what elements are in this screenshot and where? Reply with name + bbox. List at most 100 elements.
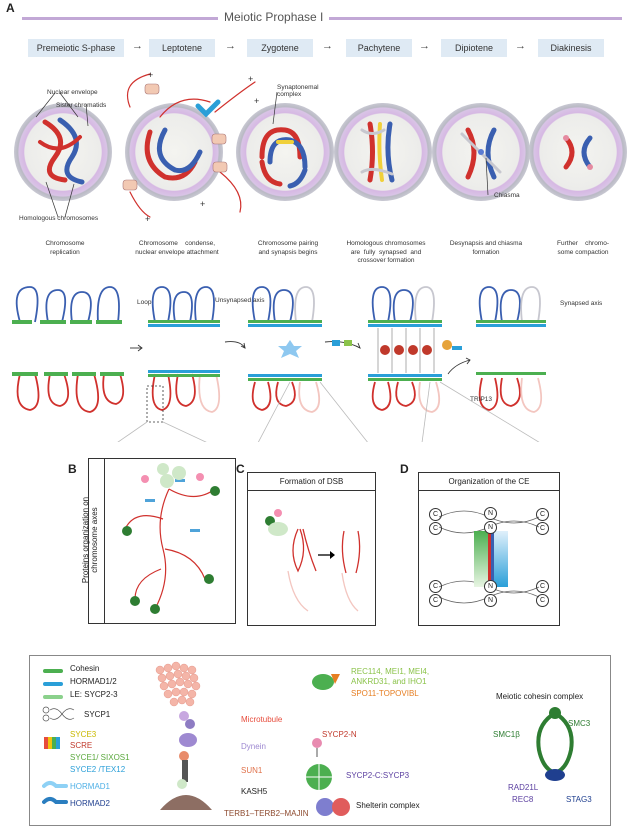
stage-diakinesis: Diakinesis bbox=[538, 39, 604, 57]
label-nuclear-envelope: Nuclear envelope bbox=[47, 89, 98, 96]
cohesin-complex-icon bbox=[536, 707, 574, 781]
caption-6: Further chromo- some compaction bbox=[556, 240, 609, 256]
legend-stag3: STAG3 bbox=[566, 795, 592, 804]
ce-n-1: N bbox=[484, 507, 497, 520]
ce-c-8: C bbox=[536, 594, 549, 607]
sycp1-icon bbox=[42, 706, 75, 722]
panel-letter-a: A bbox=[6, 1, 15, 15]
panel-letter-d: D bbox=[400, 462, 409, 476]
le-swatch bbox=[43, 695, 63, 699]
caption-3: Chromosome pairing and synapsis begins bbox=[257, 240, 319, 256]
legend-microtubule: Microtubule bbox=[241, 715, 283, 724]
legend-sun1: SUN1 bbox=[241, 766, 263, 775]
panel-b-drawing bbox=[122, 463, 220, 614]
ce-n-4: N bbox=[484, 594, 497, 607]
stage-arrow-1: → bbox=[132, 40, 143, 52]
caption-2: Chromosome condense, nuclear envelope at… bbox=[135, 240, 219, 256]
panel-b-title-strip bbox=[89, 459, 105, 623]
label-synapsed-axis: Synapsed axis bbox=[560, 300, 603, 307]
legend-hormad1: HORMAD1 bbox=[70, 782, 111, 791]
panel-d-title: Organization of the CE bbox=[419, 473, 559, 491]
legend-syce3: SYCE3 bbox=[70, 730, 97, 739]
legend-rec8: REC8 bbox=[512, 795, 534, 804]
nucleus-3 bbox=[236, 103, 334, 201]
stage-leptotene: Leptotene bbox=[149, 39, 215, 57]
nucleus-2 bbox=[125, 103, 223, 201]
stage-arrow-4: → bbox=[419, 40, 430, 52]
plus-sign-4: + bbox=[200, 199, 206, 209]
plus-sign-3: + bbox=[254, 96, 260, 106]
sycp2n-icon bbox=[312, 738, 322, 757]
ce-c-3: C bbox=[536, 508, 549, 521]
sc-elements-icon bbox=[44, 737, 60, 749]
panel-letter-c: C bbox=[236, 462, 245, 476]
legend-rec114: REC114, MEI1, MEI4, ANKRD31, and IHO1 bbox=[351, 667, 430, 686]
nucleus-6 bbox=[529, 103, 627, 201]
label-unsynapsed-axis: Unsynapsed axis bbox=[215, 297, 265, 304]
legend-spo11: SPO11-TOPOVIBL bbox=[351, 689, 419, 698]
nucleus-1 bbox=[14, 103, 112, 201]
panel-c-title: Formation of DSB bbox=[248, 473, 375, 491]
panel-c-drawing bbox=[265, 509, 361, 612]
legend-le: LE: SYCP2-3 bbox=[70, 690, 118, 699]
panel-d-box: Organization of the CE C C N N C C C C N… bbox=[418, 472, 560, 626]
ce-n-2: N bbox=[484, 521, 497, 534]
legend-hormad2: HORMAD2 bbox=[70, 799, 111, 808]
legend-smc1b: SMC1β bbox=[493, 730, 520, 739]
ce-n-3: N bbox=[484, 580, 497, 593]
plus-sign-1: + bbox=[148, 70, 154, 80]
nucleus-4 bbox=[334, 103, 432, 201]
legend-cohesin: Cohesin bbox=[70, 664, 100, 673]
ce-c-2: C bbox=[429, 522, 442, 535]
legend-sycp1: SYCP1 bbox=[84, 710, 111, 719]
legend-sycp2n: SYCP2-N bbox=[322, 730, 357, 739]
cohesin-swatch bbox=[43, 669, 63, 673]
microtubule-assembly-icon bbox=[155, 661, 212, 810]
legend-scre: SCRE bbox=[70, 741, 93, 750]
ce-c-7: C bbox=[536, 580, 549, 593]
plus-sign-5: + bbox=[145, 214, 151, 224]
sycp2c-icon bbox=[306, 764, 332, 790]
legend-kash5: KASH5 bbox=[241, 787, 268, 796]
stage-arrow-3: → bbox=[322, 40, 333, 52]
stage-pachytene: Pachytene bbox=[346, 39, 412, 57]
legend-syce2: SYCE2 /TEX12 bbox=[70, 765, 126, 774]
ce-c-4: C bbox=[536, 522, 549, 535]
label-loop: Loop bbox=[137, 299, 152, 306]
legend-rad21l: RAD21L bbox=[508, 783, 539, 792]
panel-c-box: Formation of DSB bbox=[247, 472, 376, 626]
cell-stages-diagram bbox=[14, 73, 627, 218]
label-sister-chromatids: Sister chromatids bbox=[56, 102, 107, 109]
legend-smc3: SMC3 bbox=[568, 719, 591, 728]
stage-dipiotene: Dipiotene bbox=[441, 39, 507, 57]
ce-c-6: C bbox=[429, 594, 442, 607]
legend-box bbox=[29, 655, 611, 826]
stage-arrow-5: → bbox=[515, 40, 526, 52]
legend-meiotic-cohesin: Meiotic cohesin complex bbox=[496, 692, 584, 701]
legend-syce1: SYCE1/ SIXOS1 bbox=[70, 753, 130, 762]
rec114-icon bbox=[312, 674, 340, 690]
legend-terb: TERB1–TERB2–MAJIN bbox=[224, 809, 309, 818]
label-trip13: TRIP13 bbox=[470, 396, 493, 403]
caption-5: Desynapsis and chiasma formation bbox=[449, 240, 523, 256]
legend-sycp2c: SYCP2-C:SYCP3 bbox=[346, 771, 410, 780]
axis-loop-diagram bbox=[12, 286, 546, 442]
label-homologous-chromosomes: Homologous chromosomes bbox=[19, 215, 99, 222]
legend-shelterin: Shelterin complex bbox=[356, 801, 420, 810]
stage-premeiotic: Premeiotic S-phase bbox=[28, 39, 124, 57]
hormad12-swatch bbox=[43, 682, 63, 686]
stage-zygotene: Zygotene bbox=[247, 39, 313, 57]
hormad-icons bbox=[42, 781, 68, 804]
banner-title: Meiotic Prophase I bbox=[218, 10, 330, 24]
label-chiasma: Chiasma bbox=[494, 192, 520, 199]
plus-sign-2: + bbox=[248, 74, 254, 84]
stage-arrow-2: → bbox=[225, 40, 236, 52]
panel-b-box: Proteins organization on chromosome axes bbox=[81, 458, 236, 624]
label-synaptonemal-complex: Synaptonemal complex bbox=[277, 84, 319, 98]
ce-c-5: C bbox=[429, 580, 442, 593]
legend-dynein: Dynein bbox=[241, 742, 266, 751]
shelterin-icon bbox=[316, 798, 350, 816]
caption-1: Chromosome replication bbox=[45, 240, 85, 256]
panel-letter-b: B bbox=[68, 462, 77, 476]
ce-c-1: C bbox=[429, 508, 442, 521]
